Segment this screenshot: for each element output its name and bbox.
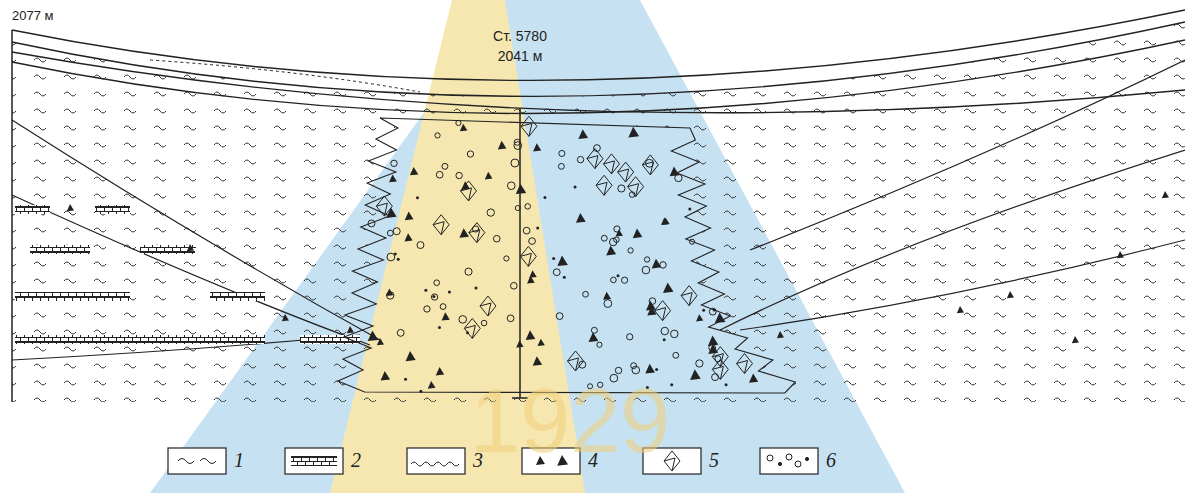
watermark: 1929 — [470, 370, 670, 473]
legend-sample — [407, 448, 465, 474]
layer-boundary — [12, 40, 1185, 113]
limestone-bed — [95, 205, 130, 214]
elevation-label: 2041 м — [498, 48, 543, 64]
legend-sample — [760, 448, 818, 474]
limestone-bed — [15, 205, 50, 214]
station-label: Ст. 5780 — [493, 28, 547, 44]
legend-number: 1 — [234, 449, 244, 472]
pipe-boundary — [338, 118, 795, 393]
limestone-bed — [140, 245, 195, 254]
layer-boundary — [12, 195, 370, 345]
legend-number: 2 — [351, 449, 361, 472]
limestone-bed — [15, 335, 265, 344]
layer-boundary — [12, 10, 1185, 80]
legend-sample — [285, 448, 343, 474]
well-line — [519, 108, 521, 398]
gravel-band — [150, 60, 420, 92]
layer-boundary — [740, 240, 1185, 330]
layer-boundary — [12, 52, 1185, 113]
breccia-fill — [67, 116, 1169, 392]
elevation-label: 2077 м — [12, 8, 53, 23]
limestone-bed — [30, 245, 90, 254]
layer-boundary — [12, 335, 360, 360]
limestone-bed — [210, 292, 265, 301]
legend-number: 5 — [709, 449, 719, 472]
layer-boundary — [720, 150, 1185, 330]
legend-number: 3 — [473, 449, 483, 472]
limestone-bed — [15, 292, 130, 301]
layer-boundary — [12, 120, 380, 340]
legend-sample — [168, 448, 226, 474]
section-edge — [11, 30, 13, 402]
legend-number: 4 — [588, 449, 598, 472]
layer-boundary — [750, 60, 1185, 250]
legend-number: 6 — [826, 449, 836, 472]
